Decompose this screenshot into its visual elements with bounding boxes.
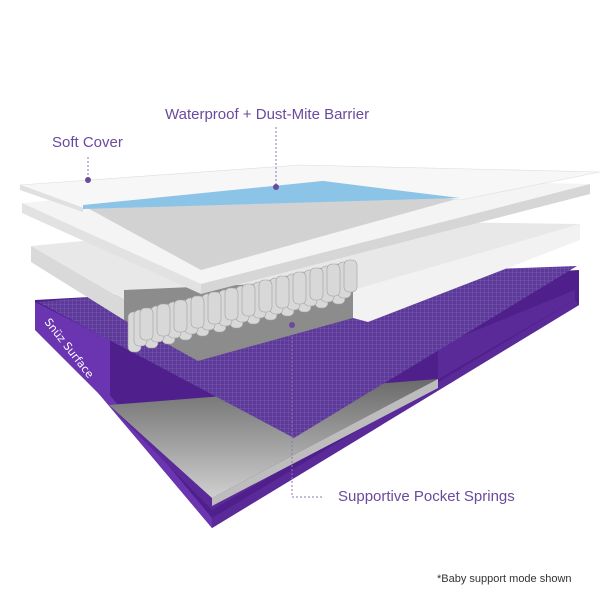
springs-label: Supportive Pocket Springs xyxy=(338,488,515,505)
spring-coil xyxy=(275,275,290,309)
springs-leader xyxy=(291,325,322,498)
soft-cover-dot xyxy=(85,177,91,183)
soft-cover-label: Soft Cover xyxy=(52,134,123,151)
barrier-dot xyxy=(273,184,279,190)
footnote: *Baby support mode shown xyxy=(437,573,572,585)
brand-panel xyxy=(35,302,110,405)
spring-coil xyxy=(173,299,188,333)
waterproof-barrier xyxy=(83,181,460,209)
spring-coil xyxy=(258,279,273,313)
spring-coil xyxy=(139,307,154,341)
spring-coil xyxy=(156,303,171,337)
spring-coil xyxy=(343,259,358,293)
spring-coil xyxy=(292,271,307,305)
springs-dot xyxy=(289,322,295,328)
spring-coil xyxy=(241,283,256,317)
spring-coil xyxy=(309,267,324,301)
foam-layer xyxy=(109,379,438,498)
barrier-label: Waterproof + Dust-Mite Barrier xyxy=(165,106,370,123)
spring-coil xyxy=(190,295,205,329)
spring-coil xyxy=(224,287,239,321)
soft-cover-sheet xyxy=(19,164,600,212)
spring-coil xyxy=(326,263,341,297)
spring-coil xyxy=(207,291,222,325)
